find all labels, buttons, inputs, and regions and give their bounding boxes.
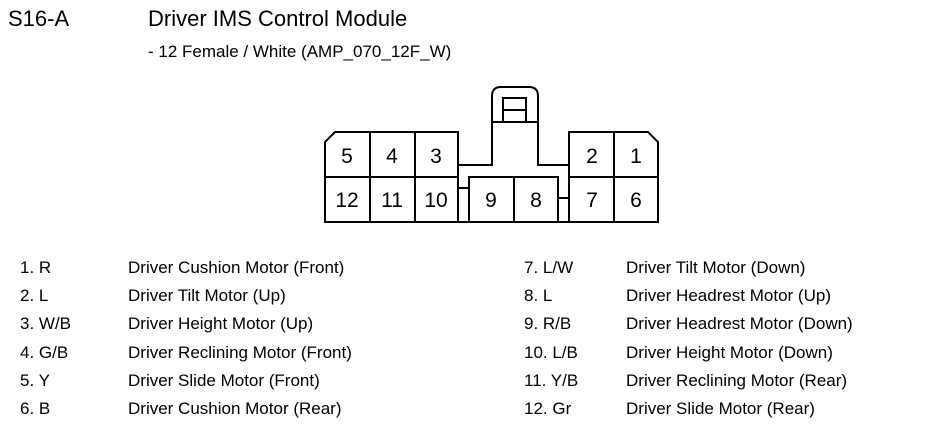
pinout-row: 2. L Driver Tilt Motor (Up) bbox=[20, 286, 420, 314]
pin-6: 6 bbox=[630, 189, 642, 212]
pin-wire-color: 12. Gr bbox=[524, 398, 572, 418]
pin-function: Driver Reclining Motor (Front) bbox=[128, 342, 352, 362]
pin-wire-color: 7. L/W bbox=[524, 258, 574, 277]
pinout-row: 3. W/B Driver Height Motor (Up) bbox=[20, 314, 420, 342]
pin-9: 9 bbox=[485, 189, 497, 212]
pin-function: Driver Height Motor (Down) bbox=[626, 342, 833, 362]
pin-function: Driver Tilt Motor (Up) bbox=[128, 286, 286, 306]
pin-function: Driver Slide Motor (Front) bbox=[128, 370, 320, 390]
pinout-row: 10. L/B Driver Height Motor (Down) bbox=[524, 343, 924, 371]
connector-code: S16-A bbox=[8, 6, 70, 31]
pin-wire-color: 10. L/B bbox=[524, 342, 578, 362]
pinout-list-right: 7. L/W Driver Tilt Motor (Down) 8. L Drive… bbox=[524, 258, 924, 427]
pin-10: 10 bbox=[424, 189, 447, 212]
connector-outline-right bbox=[568, 131, 659, 223]
connector-latch bbox=[458, 86, 569, 166]
pin-wire-color: 8. L bbox=[524, 286, 553, 306]
pin-function: Driver Headrest Motor (Up) bbox=[626, 286, 831, 306]
pinout-row: 1. R Driver Cushion Motor (Front) bbox=[20, 258, 420, 286]
pin-function: Driver Cushion Motor (Front) bbox=[128, 258, 345, 277]
pin-7: 7 bbox=[586, 189, 598, 212]
pin-11: 11 bbox=[381, 189, 403, 212]
pin-2: 2 bbox=[586, 145, 598, 168]
pin-wire-color: 9. R/B bbox=[524, 314, 572, 334]
pin-function: Driver Headrest Motor (Down) bbox=[626, 314, 853, 334]
pin-wire-color: 4. G/B bbox=[20, 342, 69, 362]
pin-function: Driver Slide Motor (Rear) bbox=[626, 398, 815, 418]
pin-12: 12 bbox=[335, 189, 358, 212]
pin-wire-color: 2. L bbox=[20, 286, 49, 306]
pin-4: 4 bbox=[386, 145, 398, 168]
pin-function: Driver Reclining Motor (Rear) bbox=[626, 370, 848, 390]
pinout-row: 5. Y Driver Slide Motor (Front) bbox=[20, 371, 420, 399]
pin-function: Driver Cushion Motor (Rear) bbox=[128, 398, 342, 418]
pin-wire-color: 5. Y bbox=[20, 370, 50, 390]
pinout-row: 11. Y/B Driver Reclining Motor (Rear) bbox=[524, 371, 924, 399]
pinout-row: 4. G/B Driver Reclining Motor (Front) bbox=[20, 343, 420, 371]
pinout-row: 6. B Driver Cushion Motor (Rear) bbox=[20, 399, 420, 427]
pinout-row: 7. L/W Driver Tilt Motor (Down) bbox=[524, 258, 924, 286]
pin-wire-color: 1. R bbox=[20, 258, 52, 277]
pin-wire-color: 3. W/B bbox=[20, 314, 72, 334]
pin-8: 8 bbox=[530, 189, 542, 212]
pinout-row: 8. L Driver Headrest Motor (Up) bbox=[524, 286, 924, 314]
pinout-list-left: 1. R Driver Cushion Motor (Front) 2. L Dri… bbox=[20, 258, 420, 427]
connector-subtitle: - 12 Female / White (AMP_070_12F_W) bbox=[148, 42, 452, 61]
connector-outline-left bbox=[324, 131, 459, 223]
pin-function: Driver Height Motor (Up) bbox=[128, 314, 314, 334]
pin-3: 3 bbox=[430, 145, 442, 168]
pin-wire-color: 11. Y/B bbox=[524, 370, 579, 390]
pinout-row: 9. R/B Driver Headrest Motor (Down) bbox=[524, 314, 924, 342]
pin-wire-color: 6. B bbox=[20, 398, 51, 418]
diagram-title: Driver IMS Control Module bbox=[148, 6, 408, 31]
pin-1: 1 bbox=[630, 145, 642, 168]
pin-5: 5 bbox=[341, 145, 353, 168]
pin-function: Driver Tilt Motor (Down) bbox=[626, 258, 806, 277]
pinout-row: 12. Gr Driver Slide Motor (Rear) bbox=[524, 399, 924, 427]
